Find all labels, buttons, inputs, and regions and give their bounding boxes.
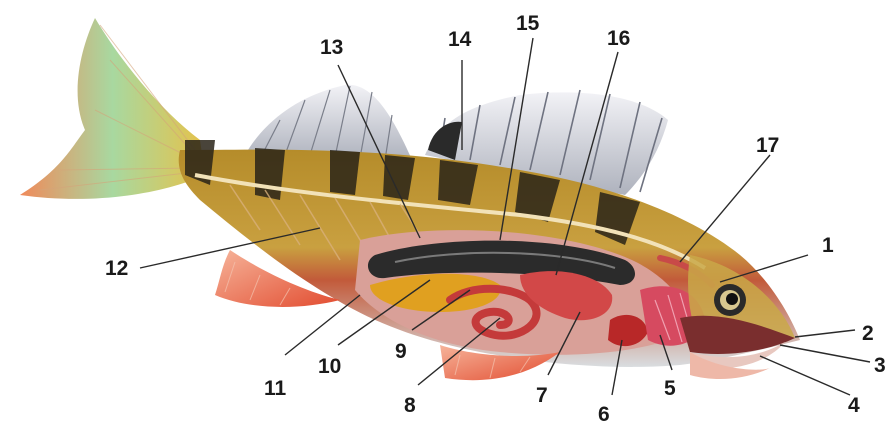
label-2: 2 xyxy=(862,322,874,345)
label-5: 5 xyxy=(664,377,676,400)
label-10: 10 xyxy=(318,355,341,378)
label-8: 8 xyxy=(404,394,416,417)
label-15: 15 xyxy=(516,12,540,35)
label-12: 12 xyxy=(105,257,128,280)
label-16: 16 xyxy=(607,27,630,50)
label-3: 3 xyxy=(874,354,886,377)
caudal-fin xyxy=(20,18,205,199)
label-7: 7 xyxy=(536,384,548,407)
label-14: 14 xyxy=(448,28,472,51)
label-17: 17 xyxy=(756,134,779,157)
label-13: 13 xyxy=(320,36,343,59)
label-1: 1 xyxy=(822,234,834,257)
label-6: 6 xyxy=(598,403,610,426)
label-9: 9 xyxy=(395,340,407,363)
label-11: 11 xyxy=(264,377,287,400)
label-4: 4 xyxy=(848,394,860,417)
